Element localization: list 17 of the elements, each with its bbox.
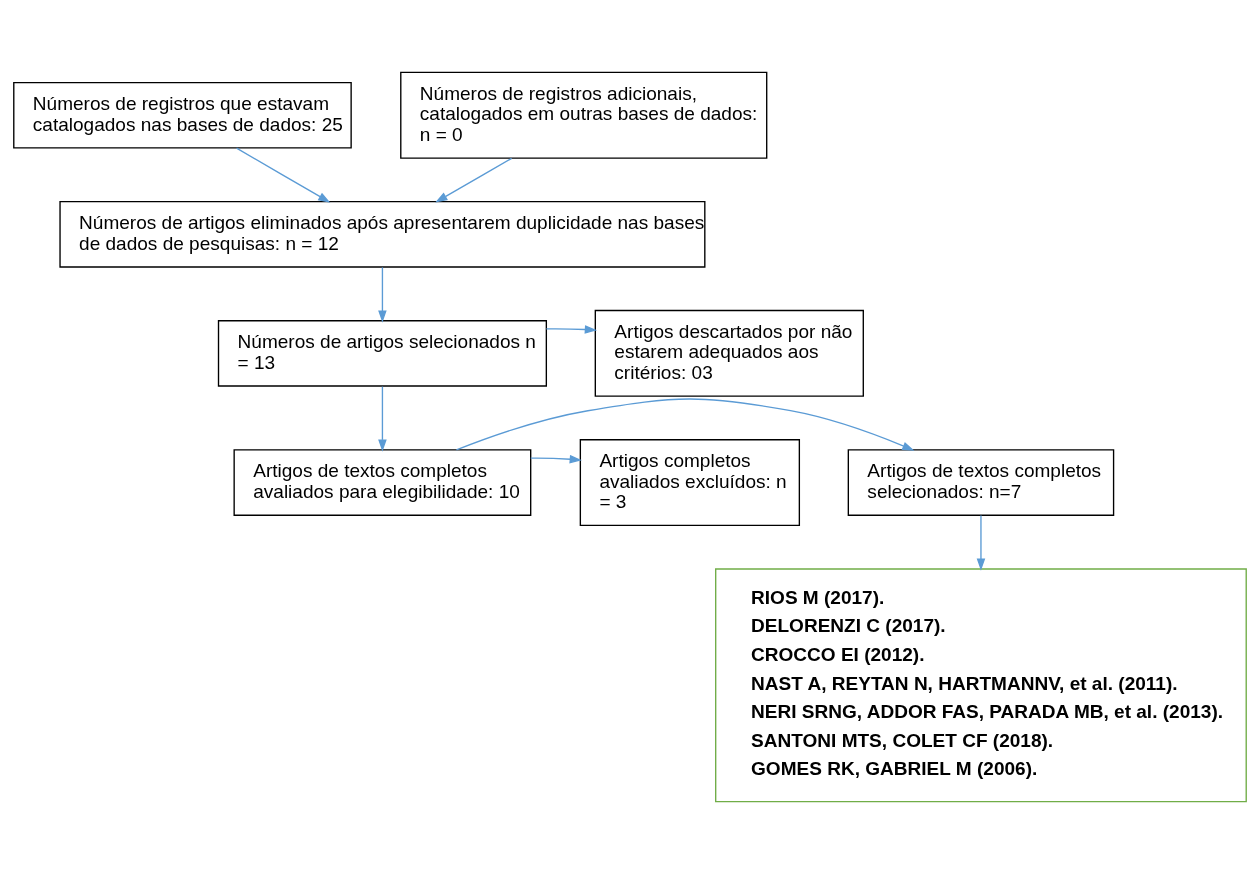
arrow bbox=[530, 454, 582, 464]
node-box: Artigos de textos completos selecionados: n=7 bbox=[847, 449, 1115, 516]
arrow bbox=[976, 514, 986, 571]
node-box: Artigos completos avaliados excluídos: n = 3 bbox=[579, 439, 801, 527]
node-box: RIOS M (2017). DELORENZI C (2017). CROCCO EI (2012). NAST A, REYTAN N, HARTMANNV, et al. (2011). NERI SRNG, ADDOR FAS, PARADA MB, et al. (2013). SANTONI MTS, COLET CF (2018). GOMES RK, GABRIEL M (2006). bbox=[715, 568, 1247, 803]
arrow bbox=[378, 385, 387, 452]
node-box: Números de registros que estavam catalogados nas bases de dados: 25 bbox=[13, 81, 352, 149]
arrow bbox=[378, 266, 387, 323]
arrow bbox=[235, 147, 331, 203]
node-box: Números de artigos selecionados n = 13 bbox=[217, 320, 547, 387]
arrow bbox=[455, 398, 915, 451]
arrow bbox=[435, 157, 513, 203]
node-box: Artigos descartados por não estarem adequados aos critérios: 03 bbox=[594, 309, 864, 397]
node-box: Números de registros adicionais, catalogados em outras bases de dados: n = 0 bbox=[400, 71, 768, 159]
node-box: Artigos de textos completos avaliados para elegibilidade: 10 bbox=[233, 449, 532, 516]
node-box: Números de artigos eliminados após apresentarem duplicidade nas bases de dados de pesquisas: n = 12 bbox=[59, 201, 706, 268]
arrow bbox=[545, 325, 598, 334]
